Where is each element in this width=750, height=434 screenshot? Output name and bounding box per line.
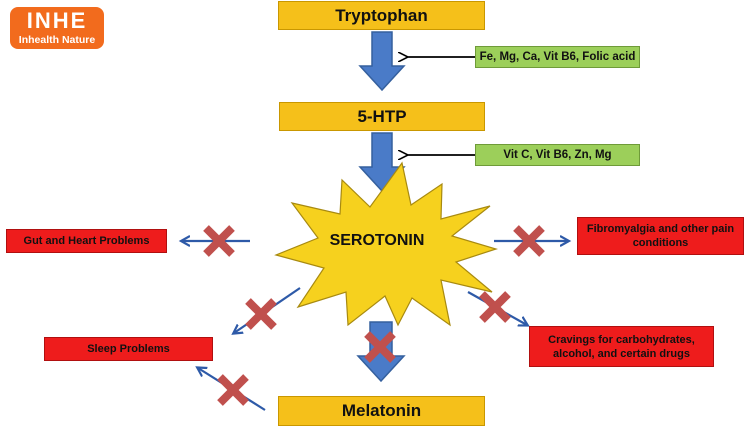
inhe-logo: INHE Inhealth Nature xyxy=(10,7,104,49)
cofactor-box-2: Vit C, Vit B6, Zn, Mg xyxy=(475,144,640,166)
melatonin-label: Melatonin xyxy=(341,401,422,420)
cofactor-label-1: Fe, Mg, Ca, Vit B6, Folic acid xyxy=(479,51,636,63)
cross-icon-gut-heart xyxy=(203,225,235,257)
problem-box-fibromyalgia: Fibromyalgia and other pain conditions xyxy=(577,217,744,255)
serotonin-starburst xyxy=(274,161,499,327)
problem-label-gut-heart: Gut and Heart Problems xyxy=(23,235,150,247)
logo-tagline: Inhealth Nature xyxy=(18,34,96,46)
arrow-tryptophan-to-5htp xyxy=(358,31,406,92)
problem-box-gut-heart: Gut and Heart Problems xyxy=(6,229,167,253)
cross-icon-cravings xyxy=(479,291,511,323)
problem-label-sleep: Sleep Problems xyxy=(87,343,170,355)
5htp-label: 5-HTP xyxy=(357,106,407,126)
5htp-box: 5-HTP xyxy=(279,102,485,131)
cofactor-label-2: Vit C, Vit B6, Zn, Mg xyxy=(503,149,612,161)
melatonin-box: Melatonin xyxy=(278,396,485,426)
problem-label-cravings: Cravings for carbohydrates, alcohol, and… xyxy=(548,333,695,360)
cross-icon-sleep xyxy=(245,298,277,330)
cross-icon-fibromyalgia xyxy=(513,225,545,257)
problem-box-cravings: Cravings for carbohydrates, alcohol, and… xyxy=(529,326,714,367)
cofactor-box-1: Fe, Mg, Ca, Vit B6, Folic acid xyxy=(475,46,640,68)
problem-box-sleep: Sleep Problems xyxy=(44,337,213,361)
logo-brand: INHE xyxy=(26,8,88,33)
tryptophan-box: Tryptophan xyxy=(278,1,485,30)
cross-icon-melatonin-sleep xyxy=(217,374,249,406)
serotonin-label: SEROTONIN xyxy=(329,232,425,249)
problem-label-fibromyalgia: Fibromyalgia and other pain conditions xyxy=(586,223,735,249)
tryptophan-label: Tryptophan xyxy=(335,5,428,25)
cross-icon-melatonin xyxy=(364,331,396,363)
